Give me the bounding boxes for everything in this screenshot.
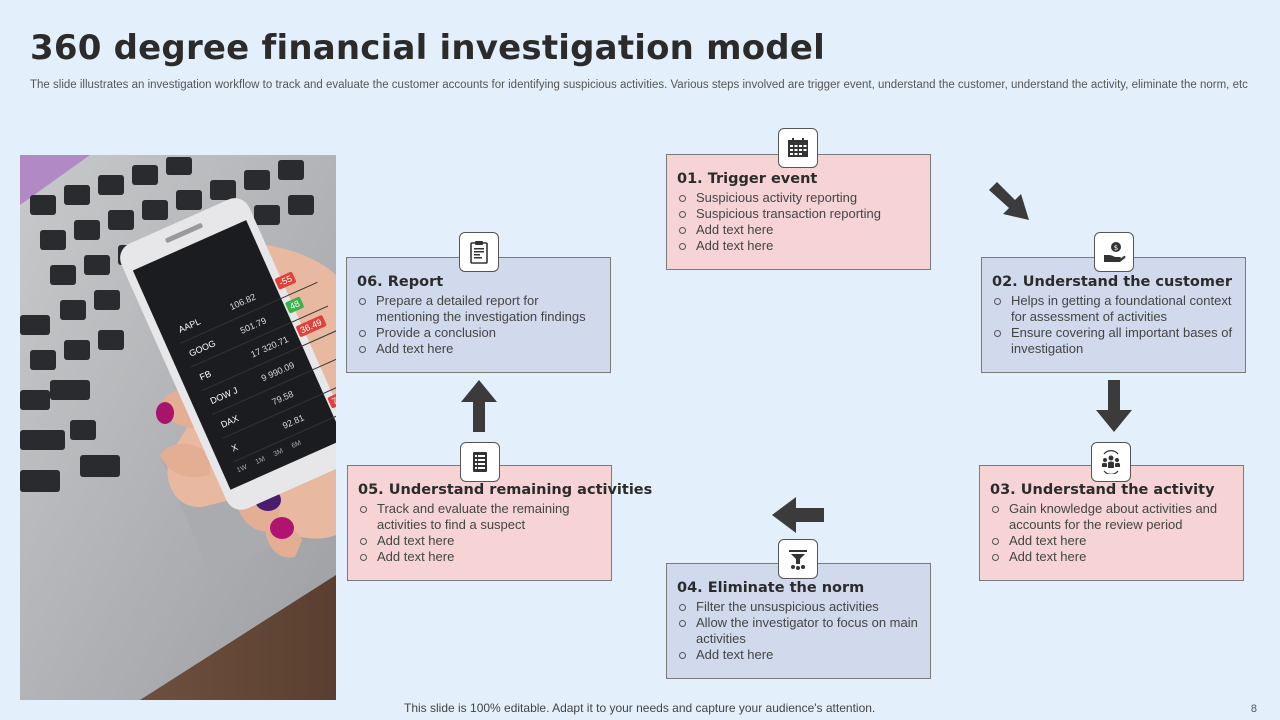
list-item: Filter the unsuspicious activities — [677, 599, 920, 615]
list-item: Suspicious activity reporting — [677, 190, 920, 206]
svg-text:$: $ — [1114, 244, 1118, 252]
step-title: 03. Understand the activity — [990, 482, 1215, 498]
page-number: 8 — [1250, 703, 1257, 715]
calendar-icon — [778, 128, 818, 168]
step-card-report: 06. Report Prepare a detailed report for… — [346, 257, 611, 373]
time-tab: 1M — [254, 455, 267, 467]
ticker-price: 501.79 — [238, 315, 268, 336]
slide-title: 360 degree financial investigation model — [30, 28, 825, 68]
step-bullets: Track and evaluate the remaining activit… — [358, 501, 601, 565]
step-card-understand-activity: 03. Understand the activity Gain knowled… — [979, 465, 1244, 581]
list-item: Add text here — [677, 238, 920, 254]
time-tab: 3M — [272, 447, 285, 459]
list-item: Add text here — [990, 533, 1233, 549]
step-bullets: Gain knowledge about activities and acco… — [990, 501, 1233, 565]
slide-subtitle: The slide illustrates an investigation w… — [30, 79, 1248, 91]
ticker-symbol: AAPL — [176, 316, 203, 335]
filter-funnel-icon — [778, 539, 818, 579]
arrow-down-icon — [1096, 380, 1132, 432]
step-title: 05. Understand remaining activities — [358, 482, 653, 498]
report-clipboard-icon — [459, 232, 499, 272]
ticker-symbol: X — [229, 441, 240, 454]
ticker-price: 106.82 — [228, 291, 258, 313]
step-bullets: Prepare a detailed report for mentioning… — [357, 293, 600, 357]
ticker-change-badge: 48 — [284, 296, 305, 314]
footer-text: This slide is 100% editable. Adapt it to… — [404, 701, 876, 715]
list-item: Add text here — [990, 549, 1233, 565]
list-item: Helps in getting a foundational context … — [992, 293, 1235, 325]
list-item: Add text here — [358, 549, 601, 565]
hand-money-icon: $ — [1094, 232, 1134, 272]
ticker-symbol: FB — [198, 368, 213, 383]
list-item: Add text here — [677, 647, 920, 663]
step-card-understand-customer: 02. Understand the customer Helps in get… — [981, 257, 1246, 373]
step-card-eliminate-norm: 04. Eliminate the norm Filter the unsusp… — [666, 563, 931, 679]
step-title: 06. Report — [357, 274, 444, 290]
time-tab: 6M — [290, 439, 303, 450]
step-title: 02. Understand the customer — [992, 274, 1232, 290]
ticker-symbol: GOOG — [187, 338, 218, 359]
list-item: Track and evaluate the remaining activit… — [358, 501, 601, 533]
list-item: Add text here — [677, 222, 920, 238]
step-bullets: Suspicious activity reporting Suspicious… — [677, 190, 920, 254]
list-item: Ensure covering all important bases of i… — [992, 325, 1235, 357]
step-bullets: Helps in getting a foundational context … — [992, 293, 1235, 357]
checklist-icon — [460, 442, 500, 482]
arrow-left-icon — [772, 497, 824, 533]
step-card-trigger-event: 01. Trigger event Suspicious activity re… — [666, 154, 931, 270]
step-bullets: Filter the unsuspicious activities Allow… — [677, 599, 920, 663]
ticker-symbol: DOW J — [208, 385, 240, 407]
stock-photo-illustration — [20, 155, 336, 700]
step-card-remaining-activities: 05. Understand remaining activities Trac… — [347, 465, 653, 581]
ticker-price: 92.81 — [280, 412, 306, 431]
time-tab: 1W — [235, 463, 249, 475]
list-item: Provide a conclusion — [357, 325, 600, 341]
list-item: Add text here — [357, 341, 600, 357]
arrow-up-icon — [461, 380, 497, 432]
team-cycle-icon — [1091, 442, 1131, 482]
ticker-symbol: DAX — [219, 413, 241, 430]
list-item: Add text here — [358, 533, 601, 549]
list-item: Prepare a detailed report for mentioning… — [357, 293, 600, 325]
ticker-change-badge: -55 — [274, 271, 297, 290]
list-item: Gain knowledge about activities and acco… — [990, 501, 1233, 533]
step-title: 04. Eliminate the norm — [677, 580, 865, 596]
list-item: Suspicious transaction reporting — [677, 206, 920, 222]
ticker-price: 79.58 — [270, 388, 296, 408]
step-title: 01. Trigger event — [677, 171, 818, 187]
ticker-change-badge: 36.49 — [295, 314, 327, 338]
arrow-down-right-icon — [989, 182, 1029, 220]
list-item: Allow the investigator to focus on main … — [677, 615, 920, 647]
